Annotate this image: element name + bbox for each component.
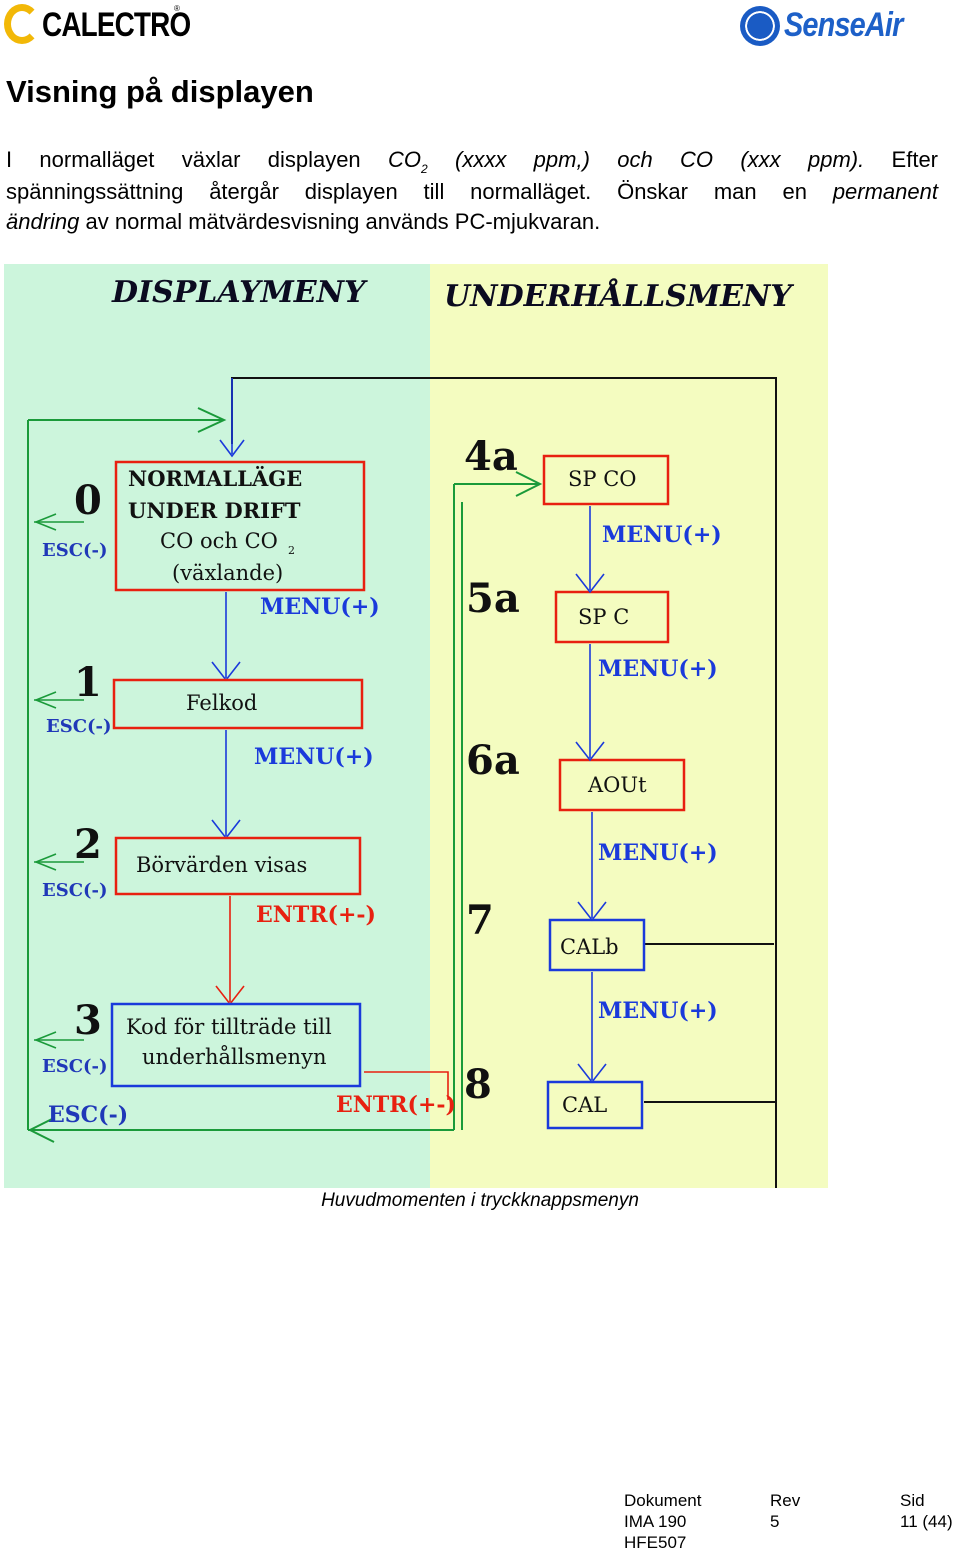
box-borvarden — [114, 836, 362, 896]
paragraph-line-3: ändring av normal mätvärdesvisning använ… — [6, 208, 938, 236]
sp-co-text: SP CO — [568, 467, 636, 491]
footer-label-sid: Sid — [900, 1491, 925, 1510]
entr-label-3: ENTR(+-) — [336, 1092, 456, 1118]
arrow-to-normal — [219, 378, 245, 458]
calectro-c-mark-icon — [4, 4, 40, 44]
menu-flow-diagram: DISPLAYMENY UNDERHÅLLSMENY — [4, 264, 828, 1188]
displaymeny-heading: DISPLAYMENY — [111, 275, 368, 310]
box-felkod — [112, 678, 364, 730]
text-span: I normalläget växlar displayen — [6, 147, 388, 172]
left-flow-blue — [211, 592, 241, 840]
kod-line-1: Kod för tillträde till — [126, 1015, 332, 1039]
calectro-logo-text: CALECTRO — [42, 6, 191, 44]
ppm-text: (xxxx ppm,) och CO (xxx ppm). — [427, 147, 865, 172]
footer-doc-code: HFE507 — [624, 1533, 687, 1552]
esc-label-3: ESC(-) — [42, 1056, 108, 1077]
esc-arrows — [33, 513, 84, 1049]
step-2: 2 — [74, 821, 102, 868]
esc-label-1: ESC(-) — [46, 716, 112, 737]
normal-line-1: NORMALLÄGE — [128, 466, 302, 491]
normal-subscript: 2 — [288, 544, 295, 557]
sp-c-text: SP C — [578, 605, 629, 629]
esc-label-2: ESC(-) — [42, 880, 108, 901]
step-6a: 6a — [466, 737, 520, 784]
step-7: 7 — [466, 897, 494, 944]
step-4a: 4a — [464, 433, 518, 480]
text-span: av normal mätvärdesvisning används PC-mj… — [79, 209, 601, 234]
underhallsmeny-heading: UNDERHÅLLSMENY — [444, 278, 794, 314]
menu-label-6a: MENU(+) — [598, 840, 718, 866]
normal-line-4: (växlande) — [172, 561, 283, 585]
footer-doc-number: IMA 190 — [624, 1512, 687, 1531]
kod-line-2: underhållsmenyn — [142, 1045, 326, 1069]
figure-caption: Huvudmomenten i tryckknappsmenyn — [321, 1190, 639, 1211]
menu-label-7: MENU(+) — [598, 998, 718, 1024]
step-0: 0 — [74, 477, 102, 524]
co2-subscript: 2 — [421, 162, 428, 176]
diagram-canvas: DISPLAYMENY UNDERHÅLLSMENY — [27, 275, 794, 1188]
section-title: Visning på displayen — [6, 74, 314, 109]
italic-text: ändring — [6, 209, 80, 234]
borvarden-text: Börvärden visas — [136, 853, 307, 877]
footer-label-dokument: Dokument — [624, 1491, 702, 1510]
calectro-logo: CALECTRO ® — [4, 2, 191, 48]
menu-label-4a: MENU(+) — [602, 522, 722, 548]
senseair-logo-text: SenseAir — [784, 6, 903, 44]
box-cal — [546, 1080, 644, 1130]
footer-label-rev: Rev — [770, 1491, 801, 1510]
menu-label-5a: MENU(+) — [598, 656, 718, 682]
step-8: 8 — [464, 1061, 492, 1108]
menu-label-1: MENU(+) — [254, 744, 374, 770]
right-flow-blue — [575, 506, 607, 1084]
step-5a: 5a — [466, 575, 520, 622]
box-sp-c — [554, 590, 670, 644]
senseair-logo: SenseAir — [740, 4, 940, 48]
footer-page-value: 11 (44) — [900, 1512, 953, 1531]
menu-label-0: MENU(+) — [260, 594, 380, 620]
entr-label-2: ENTR(+-) — [256, 902, 376, 928]
normal-line-3: CO och CO — [160, 529, 278, 553]
italic-text: permanent — [832, 179, 938, 204]
box-kod — [110, 1002, 362, 1088]
footer-rev-value: 5 — [770, 1512, 780, 1531]
senseair-sun-icon — [740, 6, 780, 46]
step-3: 3 — [74, 997, 102, 1044]
box-normallage — [114, 460, 366, 592]
esc-label-0: ESC(-) — [42, 540, 108, 561]
aout-text: AOUt — [587, 773, 647, 797]
felkod-text: Felkod — [186, 691, 257, 715]
paragraph-line-1: I normalläget växlar displayen CO2 (xxxx… — [6, 146, 938, 183]
paragraph-line-2: spänningssättning återgår displayen till… — [6, 178, 938, 206]
registered-mark: ® — [174, 4, 180, 13]
box-calb — [548, 918, 646, 972]
text-span: spänningssättning återgår displayen till… — [6, 179, 833, 204]
normal-line-2: UNDER DRIFT — [128, 498, 301, 523]
calb-text: CALb — [560, 935, 619, 959]
return-line-green — [27, 407, 543, 1143]
co2-text: CO — [388, 147, 421, 172]
box-aout — [558, 758, 686, 812]
underhallsmeny-panel — [430, 264, 828, 1188]
esc-label-return: ESC(-) — [48, 1102, 128, 1128]
box-sp-co — [542, 454, 670, 506]
cal-text: CAL — [562, 1093, 607, 1117]
step-1: 1 — [74, 659, 102, 706]
text-span: Efter — [864, 147, 938, 172]
